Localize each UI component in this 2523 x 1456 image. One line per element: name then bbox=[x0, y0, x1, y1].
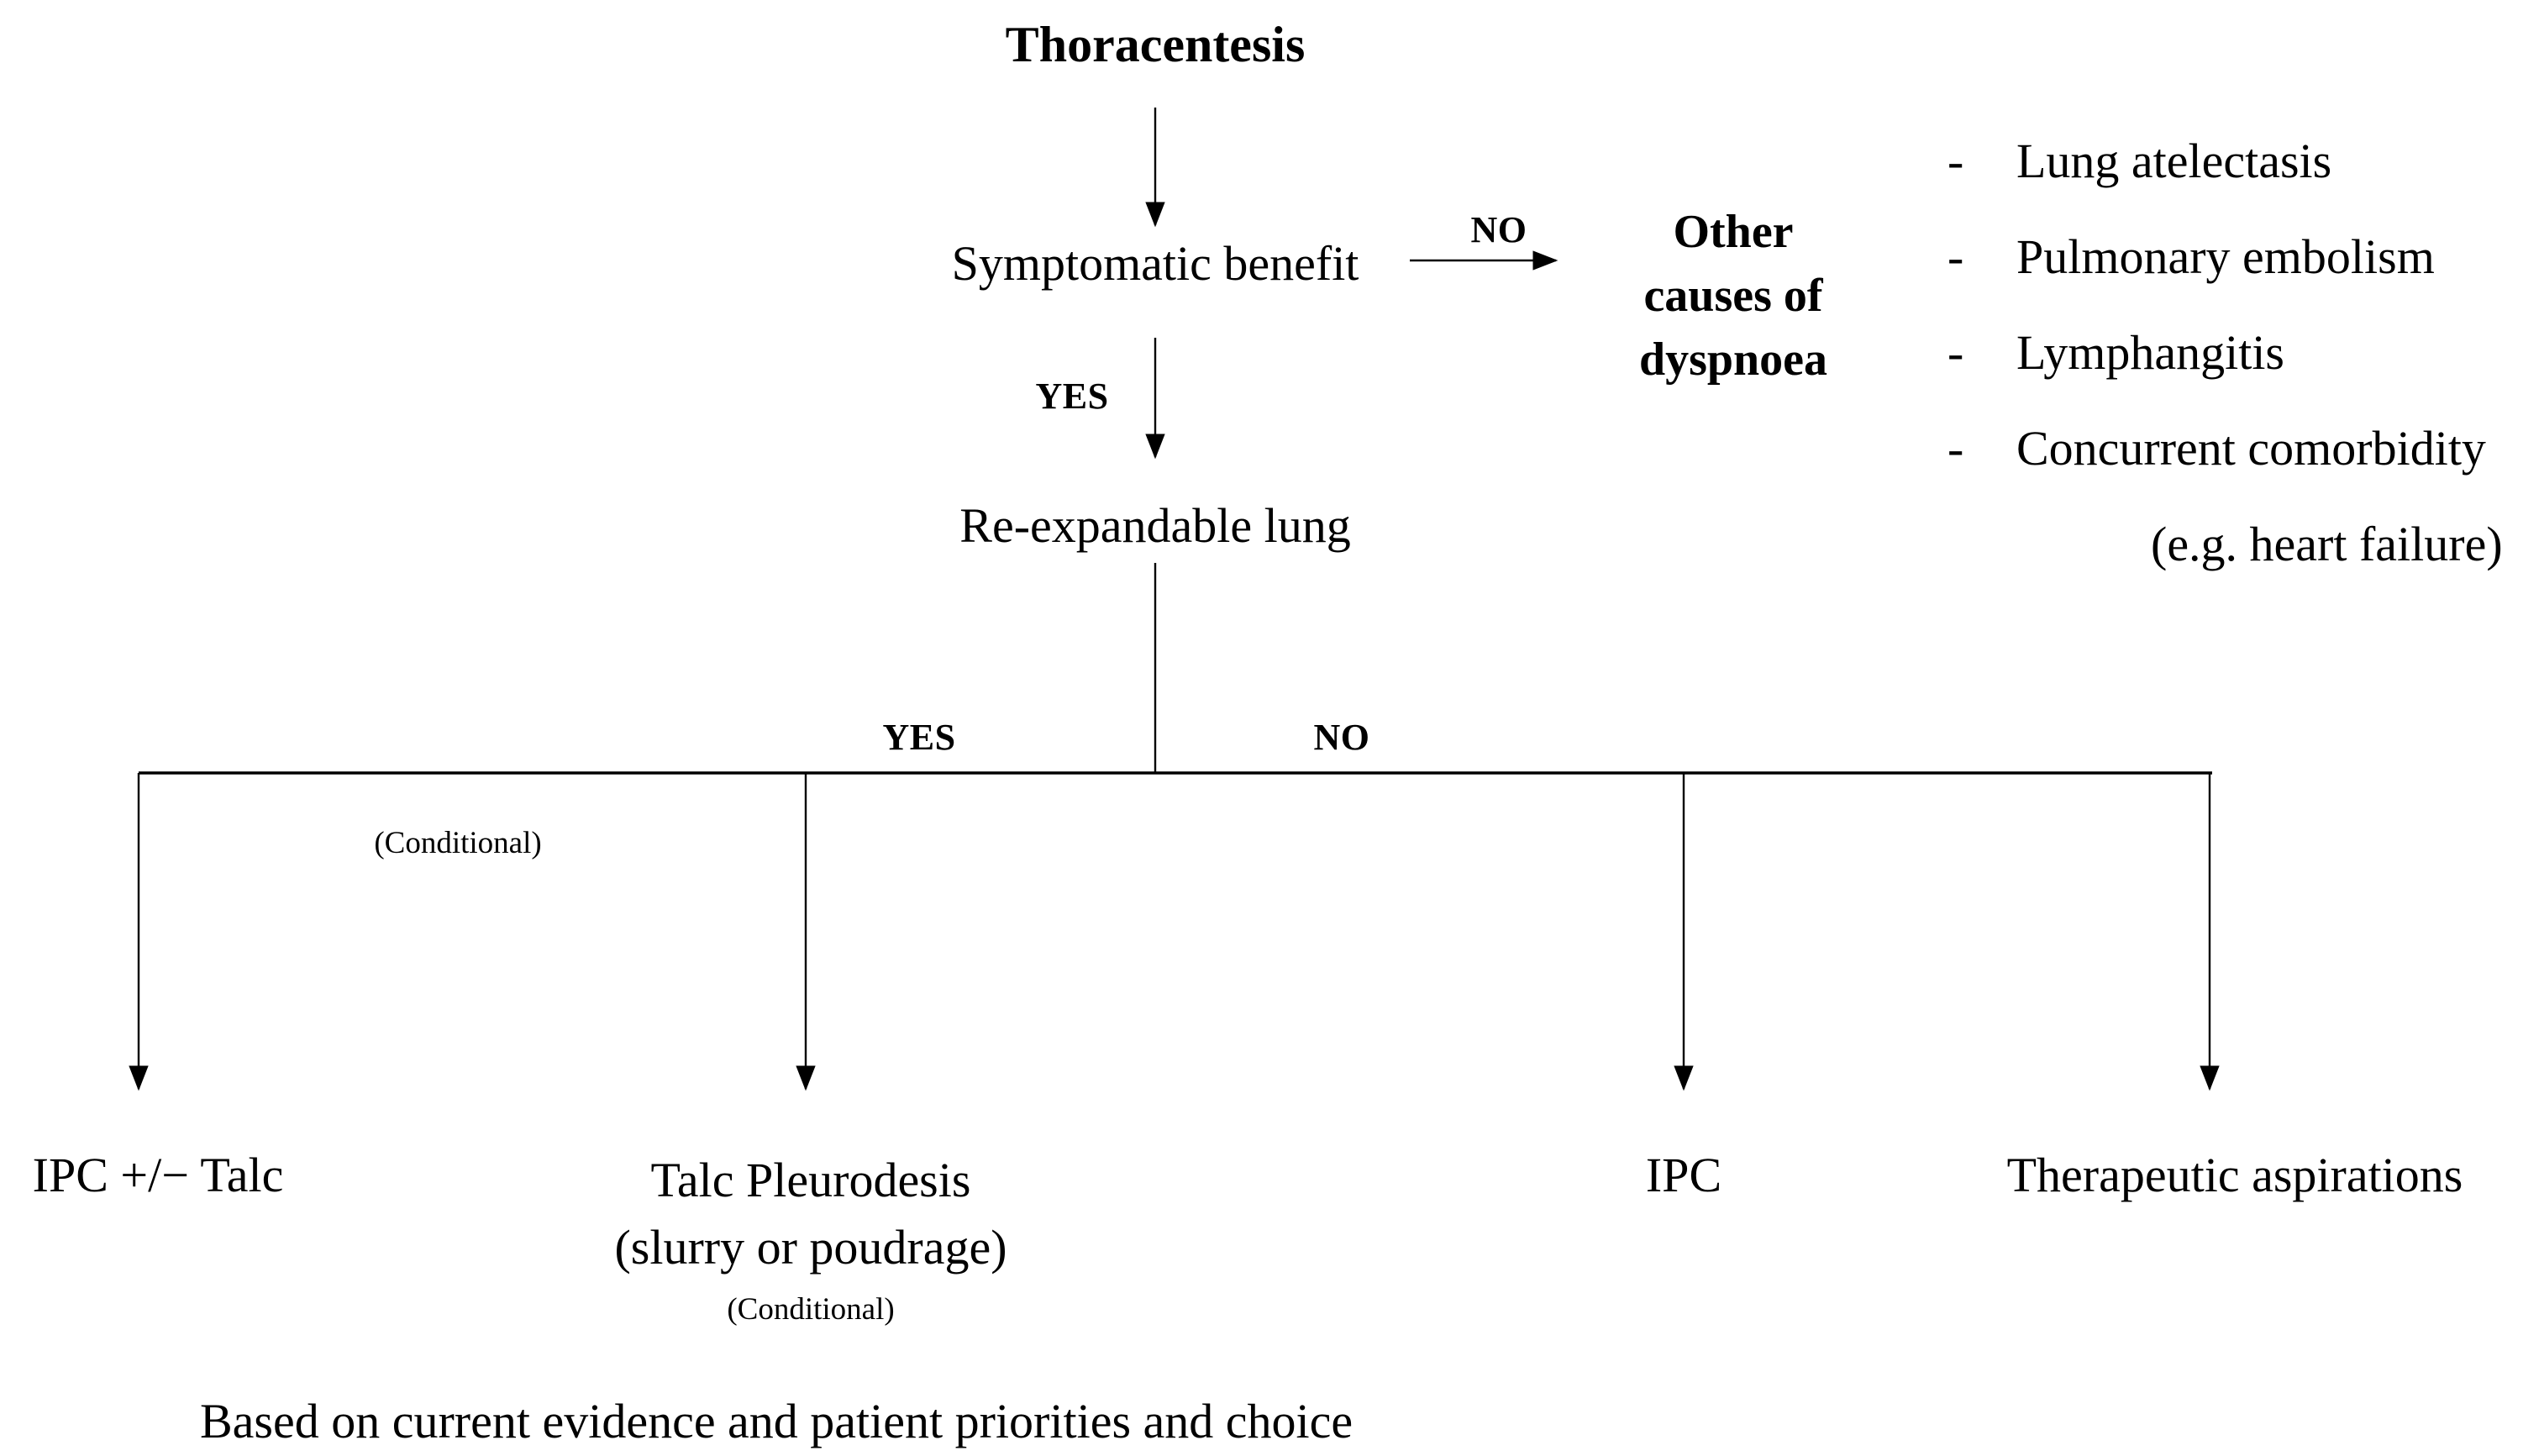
node-reexpandable-lung: Re-expandable lung bbox=[959, 498, 1351, 553]
outcome-therapeutic-aspirations: Therapeutic aspirations bbox=[2006, 1148, 2463, 1202]
list-dash: - bbox=[1947, 134, 1964, 188]
cause-list-item: - Lymphangitis bbox=[1947, 324, 2284, 381]
list-dash: - bbox=[1947, 229, 1964, 284]
cause-pulmonary-embolism: Pulmonary embolism bbox=[2016, 229, 2435, 284]
cause-lung-atelectasis: Lung atelectasis bbox=[2016, 134, 2332, 188]
list-dash: - bbox=[1947, 325, 1964, 380]
other-causes-line1: Other bbox=[1673, 206, 1794, 258]
talc-pleurodesis-line2: (slurry or poudrage) bbox=[614, 1220, 1007, 1275]
node-other-causes-of-dyspnoea: Other causes of dyspnoea bbox=[1557, 200, 1910, 392]
talc-pleurodesis-line1: Talc Pleurodesis bbox=[650, 1153, 971, 1207]
cause-list-item-dash-fix: - bbox=[1947, 420, 2016, 476]
edge-label-no-top: NO bbox=[1470, 209, 1527, 250]
list-dash: - bbox=[1947, 421, 1964, 476]
footer-note: Based on current evidence and patient pr… bbox=[200, 1394, 1353, 1448]
outcome-talc-pleurodesis: Talc Pleurodesis (slurry or poudrage) bbox=[614, 1147, 1007, 1281]
other-causes-line3: dyspnoea bbox=[1638, 334, 1828, 386]
outcome-ipc-talc: IPC +/− Talc bbox=[32, 1148, 284, 1202]
cause-note-heart-failure: (e.g. heart failure) bbox=[2151, 517, 2503, 571]
conditional-label-talc-pleurodesis: (Conditional) bbox=[727, 1292, 895, 1327]
cause-concurrent-comorbidity: Concurrent comorbidity bbox=[2016, 421, 2486, 476]
cause-lymphangitis: Lymphangitis bbox=[2016, 325, 2284, 380]
edge-label-yes-top: YES bbox=[1035, 376, 1109, 417]
conditional-label-ipc-talc: (Conditional) bbox=[374, 826, 542, 860]
node-symptomatic-benefit: Symptomatic benefit bbox=[951, 236, 1359, 291]
cause-list-item: - Lung atelectasis bbox=[1947, 133, 2331, 189]
root-node-thoracentesis: Thoracentesis bbox=[1005, 17, 1306, 72]
branch-label-no: NO bbox=[1313, 717, 1370, 758]
other-causes-line2: causes of bbox=[1643, 270, 1823, 323]
outcome-ipc: IPC bbox=[1645, 1148, 1722, 1202]
branch-label-yes: YES bbox=[882, 717, 956, 758]
cause-list-item: - Pulmonary embolism bbox=[1947, 229, 2435, 285]
